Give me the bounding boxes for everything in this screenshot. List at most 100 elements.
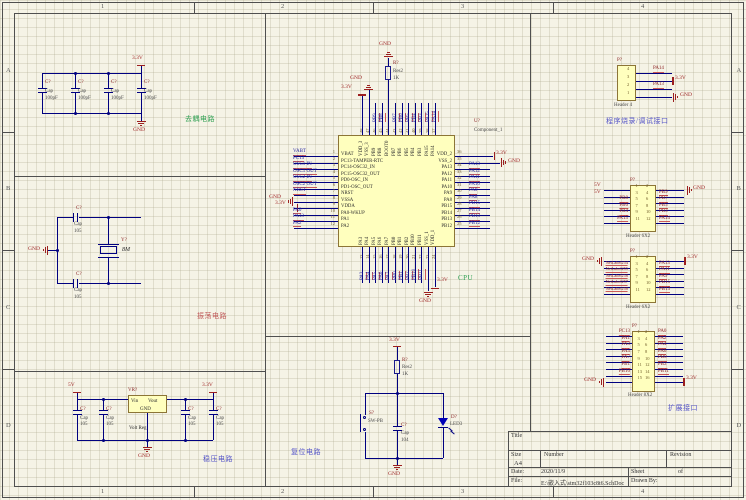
power-bar[interactable] bbox=[393, 345, 401, 347]
gnd-symbol[interactable] bbox=[687, 185, 688, 195]
power-bar[interactable] bbox=[209, 391, 217, 393]
gnd-symbol[interactable] bbox=[383, 56, 393, 57]
capacitor-symbol[interactable] bbox=[103, 88, 113, 90]
gnd-symbol[interactable] bbox=[138, 123, 144, 124]
gnd-symbol[interactable] bbox=[601, 379, 602, 385]
power-bar[interactable] bbox=[137, 64, 145, 66]
power-bar[interactable] bbox=[683, 378, 685, 387]
gnd-symbol[interactable] bbox=[290, 198, 291, 205]
capacitor-symbol[interactable] bbox=[392, 426, 402, 428]
capacitor-symbol[interactable] bbox=[180, 413, 190, 415]
capacitor-symbol[interactable] bbox=[72, 410, 82, 412]
power-bar[interactable] bbox=[684, 257, 686, 265]
gnd-symbol[interactable] bbox=[423, 292, 433, 293]
regulator-body[interactable] bbox=[128, 395, 167, 413]
wire bbox=[455, 175, 490, 177]
resistor-symbol[interactable] bbox=[385, 66, 392, 80]
gnd-symbol[interactable] bbox=[426, 296, 430, 297]
gnd-symbol[interactable] bbox=[425, 294, 431, 295]
header-6x2-body[interactable] bbox=[630, 256, 656, 303]
power-bar[interactable] bbox=[358, 94, 366, 96]
gnd-symbol[interactable] bbox=[364, 89, 374, 90]
gnd-symbol[interactable] bbox=[689, 187, 690, 193]
part-value: 1K bbox=[402, 371, 409, 377]
power-bar[interactable] bbox=[296, 204, 298, 212]
gnd-symbol[interactable] bbox=[599, 380, 600, 384]
capacitor-symbol[interactable] bbox=[98, 410, 108, 412]
gnd-symbol[interactable] bbox=[288, 200, 289, 203]
gnd-symbol[interactable] bbox=[292, 197, 293, 206]
gnd-symbol[interactable] bbox=[675, 94, 676, 100]
gnd-symbol[interactable] bbox=[144, 449, 150, 450]
gnd-symbol[interactable] bbox=[677, 95, 678, 99]
gnd-symbol[interactable] bbox=[139, 125, 143, 126]
wire bbox=[401, 103, 403, 135]
gnd-symbol[interactable] bbox=[691, 188, 692, 192]
gnd-symbol[interactable] bbox=[43, 248, 44, 252]
gnd-symbol[interactable] bbox=[673, 92, 674, 102]
power-bar[interactable] bbox=[493, 152, 495, 160]
capacitor-symbol[interactable] bbox=[136, 88, 146, 90]
capacitor-symbol[interactable] bbox=[76, 278, 78, 288]
switch-contact[interactable] bbox=[363, 428, 367, 431]
gnd-symbol[interactable] bbox=[601, 256, 602, 266]
wire bbox=[141, 113, 142, 121]
capacitor-symbol[interactable] bbox=[180, 410, 190, 412]
capacitor-symbol[interactable] bbox=[103, 91, 113, 93]
wire bbox=[604, 216, 630, 217]
gnd-symbol[interactable] bbox=[597, 259, 598, 263]
capacitor-symbol[interactable] bbox=[37, 88, 47, 90]
gnd-symbol[interactable] bbox=[395, 469, 399, 470]
capacitor-symbol[interactable] bbox=[136, 91, 146, 93]
capacitor-symbol[interactable] bbox=[72, 413, 82, 415]
gnd-symbol[interactable] bbox=[142, 447, 152, 448]
power-label: GND bbox=[388, 470, 400, 477]
capacitor-symbol[interactable] bbox=[76, 212, 78, 222]
capacitor-symbol[interactable] bbox=[37, 91, 47, 93]
gnd-symbol[interactable] bbox=[603, 377, 604, 387]
gnd-symbol[interactable] bbox=[136, 121, 146, 122]
gnd-symbol[interactable] bbox=[501, 158, 502, 167]
gnd-symbol[interactable] bbox=[503, 159, 504, 166]
capacitor-symbol[interactable] bbox=[70, 88, 80, 90]
switch-actuator[interactable] bbox=[360, 414, 361, 432]
resistor-symbol[interactable] bbox=[394, 360, 400, 374]
wire bbox=[397, 374, 398, 393]
divider bbox=[14, 176, 265, 177]
gnd-symbol[interactable] bbox=[599, 258, 600, 264]
capacitor-symbol[interactable] bbox=[208, 410, 218, 412]
capacitor-symbol[interactable] bbox=[73, 212, 75, 222]
mcu-body[interactable] bbox=[338, 135, 455, 247]
gnd-symbol[interactable] bbox=[45, 247, 46, 253]
gnd-symbol[interactable] bbox=[47, 245, 48, 255]
capacitor-symbol[interactable] bbox=[73, 278, 75, 288]
net-label: PA9 bbox=[659, 273, 668, 280]
part-comment: Header 4 bbox=[614, 102, 633, 108]
power-bar[interactable] bbox=[430, 287, 439, 289]
gnd-symbol[interactable] bbox=[385, 54, 392, 55]
header-8x2-body[interactable] bbox=[632, 331, 655, 392]
wire bbox=[455, 221, 490, 222]
pin-number: 25 bbox=[457, 220, 462, 226]
capacitor-symbol[interactable] bbox=[392, 429, 402, 431]
gnd-symbol[interactable] bbox=[365, 87, 372, 88]
gnd-symbol[interactable] bbox=[392, 465, 402, 466]
section-label-reset: 复位电路 bbox=[291, 448, 321, 456]
debug-header-body[interactable] bbox=[617, 65, 636, 101]
led-symbol[interactable] bbox=[438, 418, 448, 426]
gnd-symbol[interactable] bbox=[505, 161, 506, 164]
capacitor-symbol[interactable] bbox=[98, 413, 108, 415]
gnd-symbol[interactable] bbox=[387, 52, 390, 53]
gnd-symbol[interactable] bbox=[145, 451, 149, 452]
gnd-symbol[interactable] bbox=[367, 85, 370, 86]
crystal-symbol[interactable] bbox=[100, 246, 117, 254]
pin-number: 7 bbox=[635, 202, 638, 208]
gnd-symbol[interactable] bbox=[394, 467, 400, 468]
power-bar[interactable] bbox=[73, 391, 81, 393]
power-bar[interactable] bbox=[672, 77, 674, 85]
switch-contact[interactable] bbox=[363, 415, 367, 419]
wire bbox=[375, 103, 377, 135]
header-6x2-body[interactable] bbox=[630, 185, 656, 232]
capacitor-symbol[interactable] bbox=[70, 91, 80, 93]
capacitor-symbol[interactable] bbox=[208, 413, 218, 415]
